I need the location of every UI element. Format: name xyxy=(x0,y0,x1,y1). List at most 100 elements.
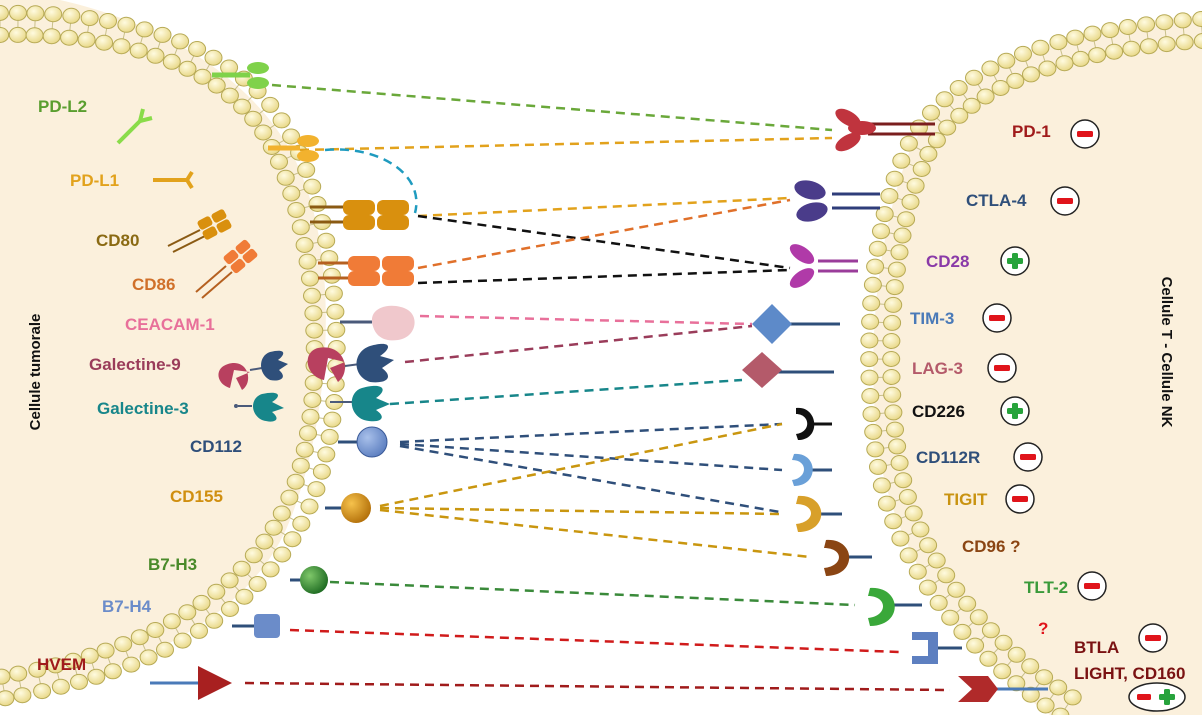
membrane-bead xyxy=(307,481,326,498)
membrane-bead xyxy=(300,498,319,515)
b7-h3-membrane-ligand xyxy=(290,566,328,594)
membrane-bead xyxy=(322,267,341,284)
btla-label: BTLA xyxy=(1074,638,1119,657)
cd112-label: CD112 xyxy=(190,437,242,456)
membrane-bead xyxy=(298,253,317,270)
membrane-bead xyxy=(888,438,907,455)
membrane-bead xyxy=(941,609,960,626)
membrane-bead xyxy=(937,567,956,584)
membrane-bead xyxy=(1157,36,1176,53)
membrane-bead xyxy=(1049,34,1068,51)
membrane-bead xyxy=(0,668,11,685)
membrane-bead xyxy=(295,237,314,253)
membrane-bead xyxy=(1105,43,1124,60)
membrane-bead xyxy=(953,623,972,640)
membrane-bead xyxy=(868,240,887,257)
membrane-bead xyxy=(958,595,977,612)
membrane-bead xyxy=(922,104,940,121)
membrane-bead xyxy=(244,547,263,564)
membrane-bead xyxy=(862,406,881,423)
tumor-cell-membrane xyxy=(0,4,346,707)
tlt-2-receptor xyxy=(868,587,922,626)
membrane-bead xyxy=(1071,50,1090,67)
membrane-bead xyxy=(207,77,226,94)
membrane-bead xyxy=(899,135,918,152)
membrane-bead xyxy=(42,28,61,45)
membrane-bead xyxy=(1049,679,1068,696)
membrane-bead xyxy=(884,513,903,530)
membrane-bead xyxy=(305,322,324,339)
membrane-bead xyxy=(1007,675,1026,692)
membrane-bead xyxy=(261,96,280,113)
pd-1-inhibit-badge xyxy=(1070,119,1100,149)
membrane-bead xyxy=(162,613,181,630)
membrane-bead xyxy=(864,423,883,440)
membrane-bead xyxy=(87,668,106,685)
membrane-bead xyxy=(997,52,1016,69)
tigit-receptor xyxy=(796,495,842,532)
membrane-bead xyxy=(1051,707,1070,715)
membrane-bead xyxy=(301,270,319,287)
membrane-bead xyxy=(1173,12,1192,29)
membrane-bead xyxy=(297,161,316,178)
membrane-bead xyxy=(935,91,954,108)
membrane-bead xyxy=(981,622,1000,639)
lag-3-receptor xyxy=(742,352,834,388)
membrane-bead xyxy=(981,60,1000,77)
membrane-bead xyxy=(244,110,263,127)
membrane-bead xyxy=(248,576,267,592)
membrane-bead xyxy=(192,594,211,611)
membrane-bead xyxy=(261,561,280,578)
membrane-bead xyxy=(1031,39,1050,56)
membrane-bead xyxy=(872,477,891,494)
tlt-2-label: TLT-2 xyxy=(1024,578,1068,597)
membrane-bead xyxy=(235,588,254,605)
membrane-bead xyxy=(99,13,117,29)
cd112r-label: CD112R xyxy=(916,448,980,467)
membrane-bead xyxy=(866,441,885,458)
membrane-bead xyxy=(890,244,909,261)
membrane-bead xyxy=(866,258,885,275)
membrane-bead xyxy=(220,87,239,104)
membrane-bead xyxy=(70,673,88,690)
membrane-bead xyxy=(156,641,174,658)
lag-3-label: LAG-3 xyxy=(912,359,963,378)
membrane-bead xyxy=(962,97,981,114)
membrane-bead xyxy=(1122,40,1141,57)
membrane-bead xyxy=(1139,38,1158,55)
membrane-bead xyxy=(912,161,931,177)
membrane-bead xyxy=(1088,47,1107,64)
light-cd160-mixed-badge xyxy=(1128,682,1186,712)
membrane-bead xyxy=(25,27,44,44)
membrane-bead xyxy=(861,313,880,330)
membrane-bead xyxy=(178,60,197,77)
b7-h4-membrane-ligand xyxy=(232,614,280,638)
membrane-bead xyxy=(122,656,141,673)
membrane-bead xyxy=(884,404,903,421)
ceacam-1-membrane-ligand xyxy=(340,305,415,341)
membrane-bead xyxy=(220,572,239,589)
membrane-bead xyxy=(317,232,336,249)
membrane-bead xyxy=(324,285,343,302)
membrane-bead xyxy=(173,632,192,649)
pd-l1-membrane-ligand xyxy=(268,135,319,162)
tigit-label: TIGIT xyxy=(944,490,988,509)
membrane-bead xyxy=(205,612,224,629)
t-cell-membrane-tails xyxy=(874,23,1202,712)
ceacam-1-label: CEACAM-1 xyxy=(125,315,215,334)
membrane-bead xyxy=(894,472,913,489)
membrane-bead xyxy=(60,29,79,46)
membrane-bead xyxy=(80,10,99,27)
membrane-bead xyxy=(204,49,223,66)
tim-3-label: TIM-3 xyxy=(910,309,954,328)
membrane-bead xyxy=(96,642,115,659)
membrane-bead xyxy=(1035,669,1054,686)
membrane-bead xyxy=(860,332,879,349)
tumor-cell-label: Cellule tumorale xyxy=(27,314,44,431)
membrane-bead xyxy=(117,16,136,33)
membrane-bead xyxy=(1101,22,1120,39)
cd112r-receptor xyxy=(792,453,832,486)
interaction-lines xyxy=(244,83,951,692)
membrane-bead xyxy=(77,31,96,48)
membrane-bead xyxy=(919,537,938,554)
